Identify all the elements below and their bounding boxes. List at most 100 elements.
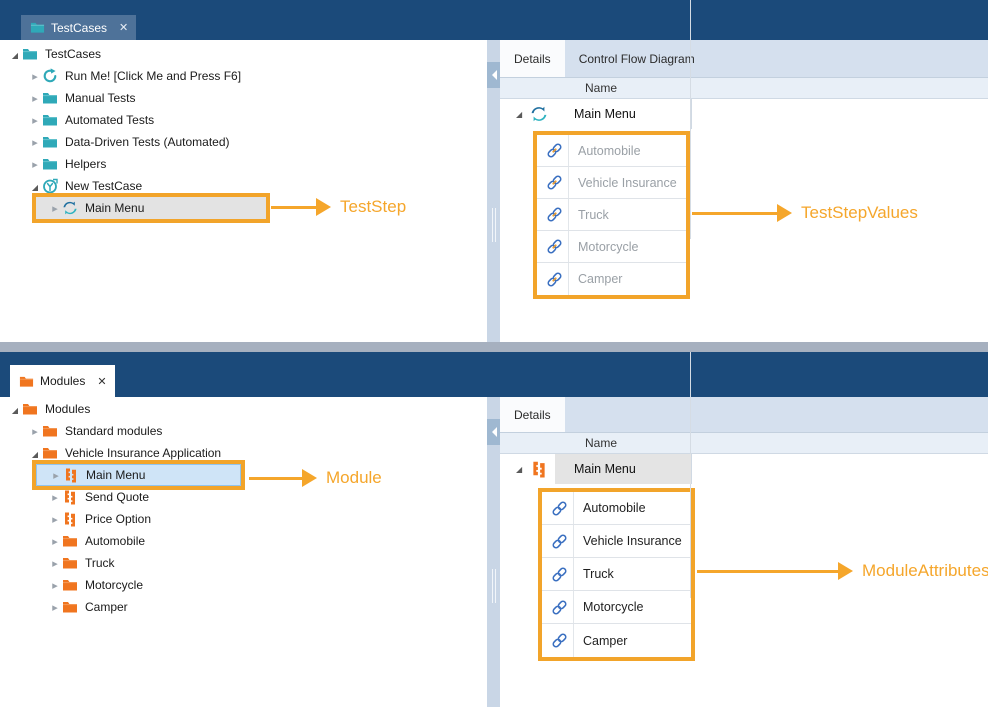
tree-item-icon [42, 178, 58, 194]
teststepvalue-row[interactable]: Truck [537, 199, 686, 231]
tree-item-label: Price Option [85, 512, 152, 526]
teststepvalue-label: Motorcycle [568, 231, 686, 262]
expand-toggle-icon[interactable] [28, 179, 42, 193]
tree-row[interactable]: Standard modules [0, 420, 487, 442]
tree-row[interactable]: Modules [0, 398, 487, 420]
tree-item-icon [22, 46, 38, 62]
teststepvalue-label: Truck [568, 199, 686, 230]
moduleattribute-row[interactable]: Camper [542, 624, 691, 657]
refresh-icon [530, 105, 548, 123]
grid-header: Name [500, 352, 988, 598]
teststepvalue-label: Automobile [568, 135, 686, 166]
tree-item-label: Automated Tests [65, 113, 155, 127]
expand-open-icon[interactable]: ◢ [516, 464, 523, 474]
tree-row[interactable]: Motorcycle [0, 574, 487, 596]
tree-row[interactable]: Main Menu [32, 193, 270, 223]
tree-item-icon [42, 156, 58, 172]
expand-toggle-icon[interactable] [28, 91, 42, 105]
expand-toggle-icon[interactable] [8, 47, 22, 61]
chain-link-icon [551, 500, 568, 517]
tree-item-label: Main Menu [85, 201, 145, 215]
close-icon[interactable]: ✕ [119, 22, 129, 34]
expand-toggle-icon[interactable] [28, 69, 42, 83]
tree-row[interactable]: Vehicle Insurance Application [0, 442, 487, 464]
column-divider[interactable] [690, 0, 691, 239]
chain-link-icon [546, 271, 563, 288]
details-tab[interactable]: Control Flow Diagram [565, 40, 709, 77]
teststepvalue-row[interactable]: Motorcycle [537, 231, 686, 263]
tree-row[interactable]: Main Menu [32, 460, 245, 490]
splitter-collapse-left-icon[interactable] [487, 419, 500, 445]
tab-modules[interactable]: Modules ✕ [10, 365, 115, 397]
splitter-collapse-left-icon[interactable] [487, 62, 500, 88]
expand-toggle-icon[interactable] [48, 600, 62, 614]
teststep-name: Main Menu [555, 99, 692, 129]
close-icon[interactable]: ✕ [97, 375, 107, 388]
expand-toggle-icon[interactable] [48, 556, 62, 570]
tree-item-icon [42, 68, 58, 84]
tree-item-label: Modules [45, 402, 91, 416]
tree-row[interactable]: Automobile [0, 530, 487, 552]
details-tabstrip: Details [500, 397, 988, 433]
moduleattribute-row[interactable]: Truck [542, 558, 691, 591]
expand-toggle-icon[interactable] [28, 135, 42, 149]
tree-row[interactable]: Automated Tests [0, 109, 487, 131]
teststepvalue-row[interactable]: Vehicle Insurance [537, 167, 686, 199]
module-row-main-menu[interactable]: ◢ Main Menu [500, 454, 988, 484]
expand-toggle-icon[interactable] [48, 512, 62, 526]
tree-row[interactable]: Camper [0, 596, 487, 618]
teststepvalue-label: Camper [568, 263, 686, 295]
details-tab-label: Details [514, 407, 551, 422]
chain-link-icon [551, 599, 568, 616]
tree-item-label: Automobile [85, 534, 146, 548]
teststepvalue-row[interactable]: Camper [537, 263, 686, 295]
expand-open-icon[interactable]: ◢ [516, 109, 523, 119]
details-tab[interactable]: Details [500, 397, 565, 432]
chain-link-icon [551, 632, 568, 649]
moduleattribute-row[interactable]: Vehicle Insurance [542, 525, 691, 558]
chain-link-icon [546, 206, 563, 223]
tree-item-icon [42, 445, 58, 461]
expand-toggle-icon[interactable] [28, 424, 42, 438]
tree-row[interactable]: Price Option [0, 508, 487, 530]
tab-testcases[interactable]: TestCases ✕ [21, 15, 137, 40]
expand-toggle-icon[interactable] [48, 201, 62, 215]
expand-toggle-icon[interactable] [48, 490, 62, 504]
tree-row[interactable]: Manual Tests [0, 87, 487, 109]
tree-item-icon [62, 599, 78, 615]
tree-item-icon [62, 200, 78, 216]
tree-item-label: Run Me! [Click Me and Press F6] [65, 69, 242, 83]
tree-row[interactable]: Data-Driven Tests (Automated) [0, 131, 487, 153]
vertical-splitter[interactable] [487, 40, 500, 342]
moduleattribute-row[interactable]: Automobile [542, 492, 691, 525]
tab-testcases-label: TestCases [51, 20, 108, 35]
chain-link-icon [551, 566, 568, 583]
expand-toggle-icon[interactable] [28, 113, 42, 127]
name-column-header: Name [585, 436, 618, 450]
teststepvalue-row[interactable]: Automobile [537, 135, 686, 167]
tree-item-label: Vehicle Insurance Application [65, 446, 222, 460]
tree-item-icon [63, 467, 79, 483]
expand-toggle-icon[interactable] [48, 534, 62, 548]
expand-toggle-icon[interactable] [8, 402, 22, 416]
tree-row[interactable]: Send Quote [0, 486, 487, 508]
expand-toggle-icon[interactable] [49, 468, 63, 482]
vertical-splitter[interactable] [487, 397, 500, 707]
details-tab[interactable]: Details [500, 40, 565, 77]
expand-toggle-icon[interactable] [28, 446, 42, 460]
horizontal-splitter[interactable] [0, 342, 988, 352]
splitter-grip[interactable] [487, 208, 500, 242]
tree-row[interactable]: TestCases [0, 43, 487, 65]
expand-toggle-icon[interactable] [28, 157, 42, 171]
splitter-grip[interactable] [487, 569, 500, 603]
folder-icon [30, 20, 45, 35]
expand-toggle-icon[interactable] [48, 578, 62, 592]
tree-row[interactable]: Truck [0, 552, 487, 574]
teststep-row-main-menu[interactable]: ◢ Main Menu [500, 99, 988, 129]
moduleattribute-row[interactable]: Motorcycle [542, 591, 691, 624]
tree-row[interactable]: Helpers [0, 153, 487, 175]
tree-item-label: Motorcycle [85, 578, 144, 592]
tree-row[interactable]: New TestCase [0, 175, 487, 197]
tree-row[interactable]: Run Me! [Click Me and Press F6] [0, 65, 487, 87]
grid-header: Name [500, 0, 988, 239]
